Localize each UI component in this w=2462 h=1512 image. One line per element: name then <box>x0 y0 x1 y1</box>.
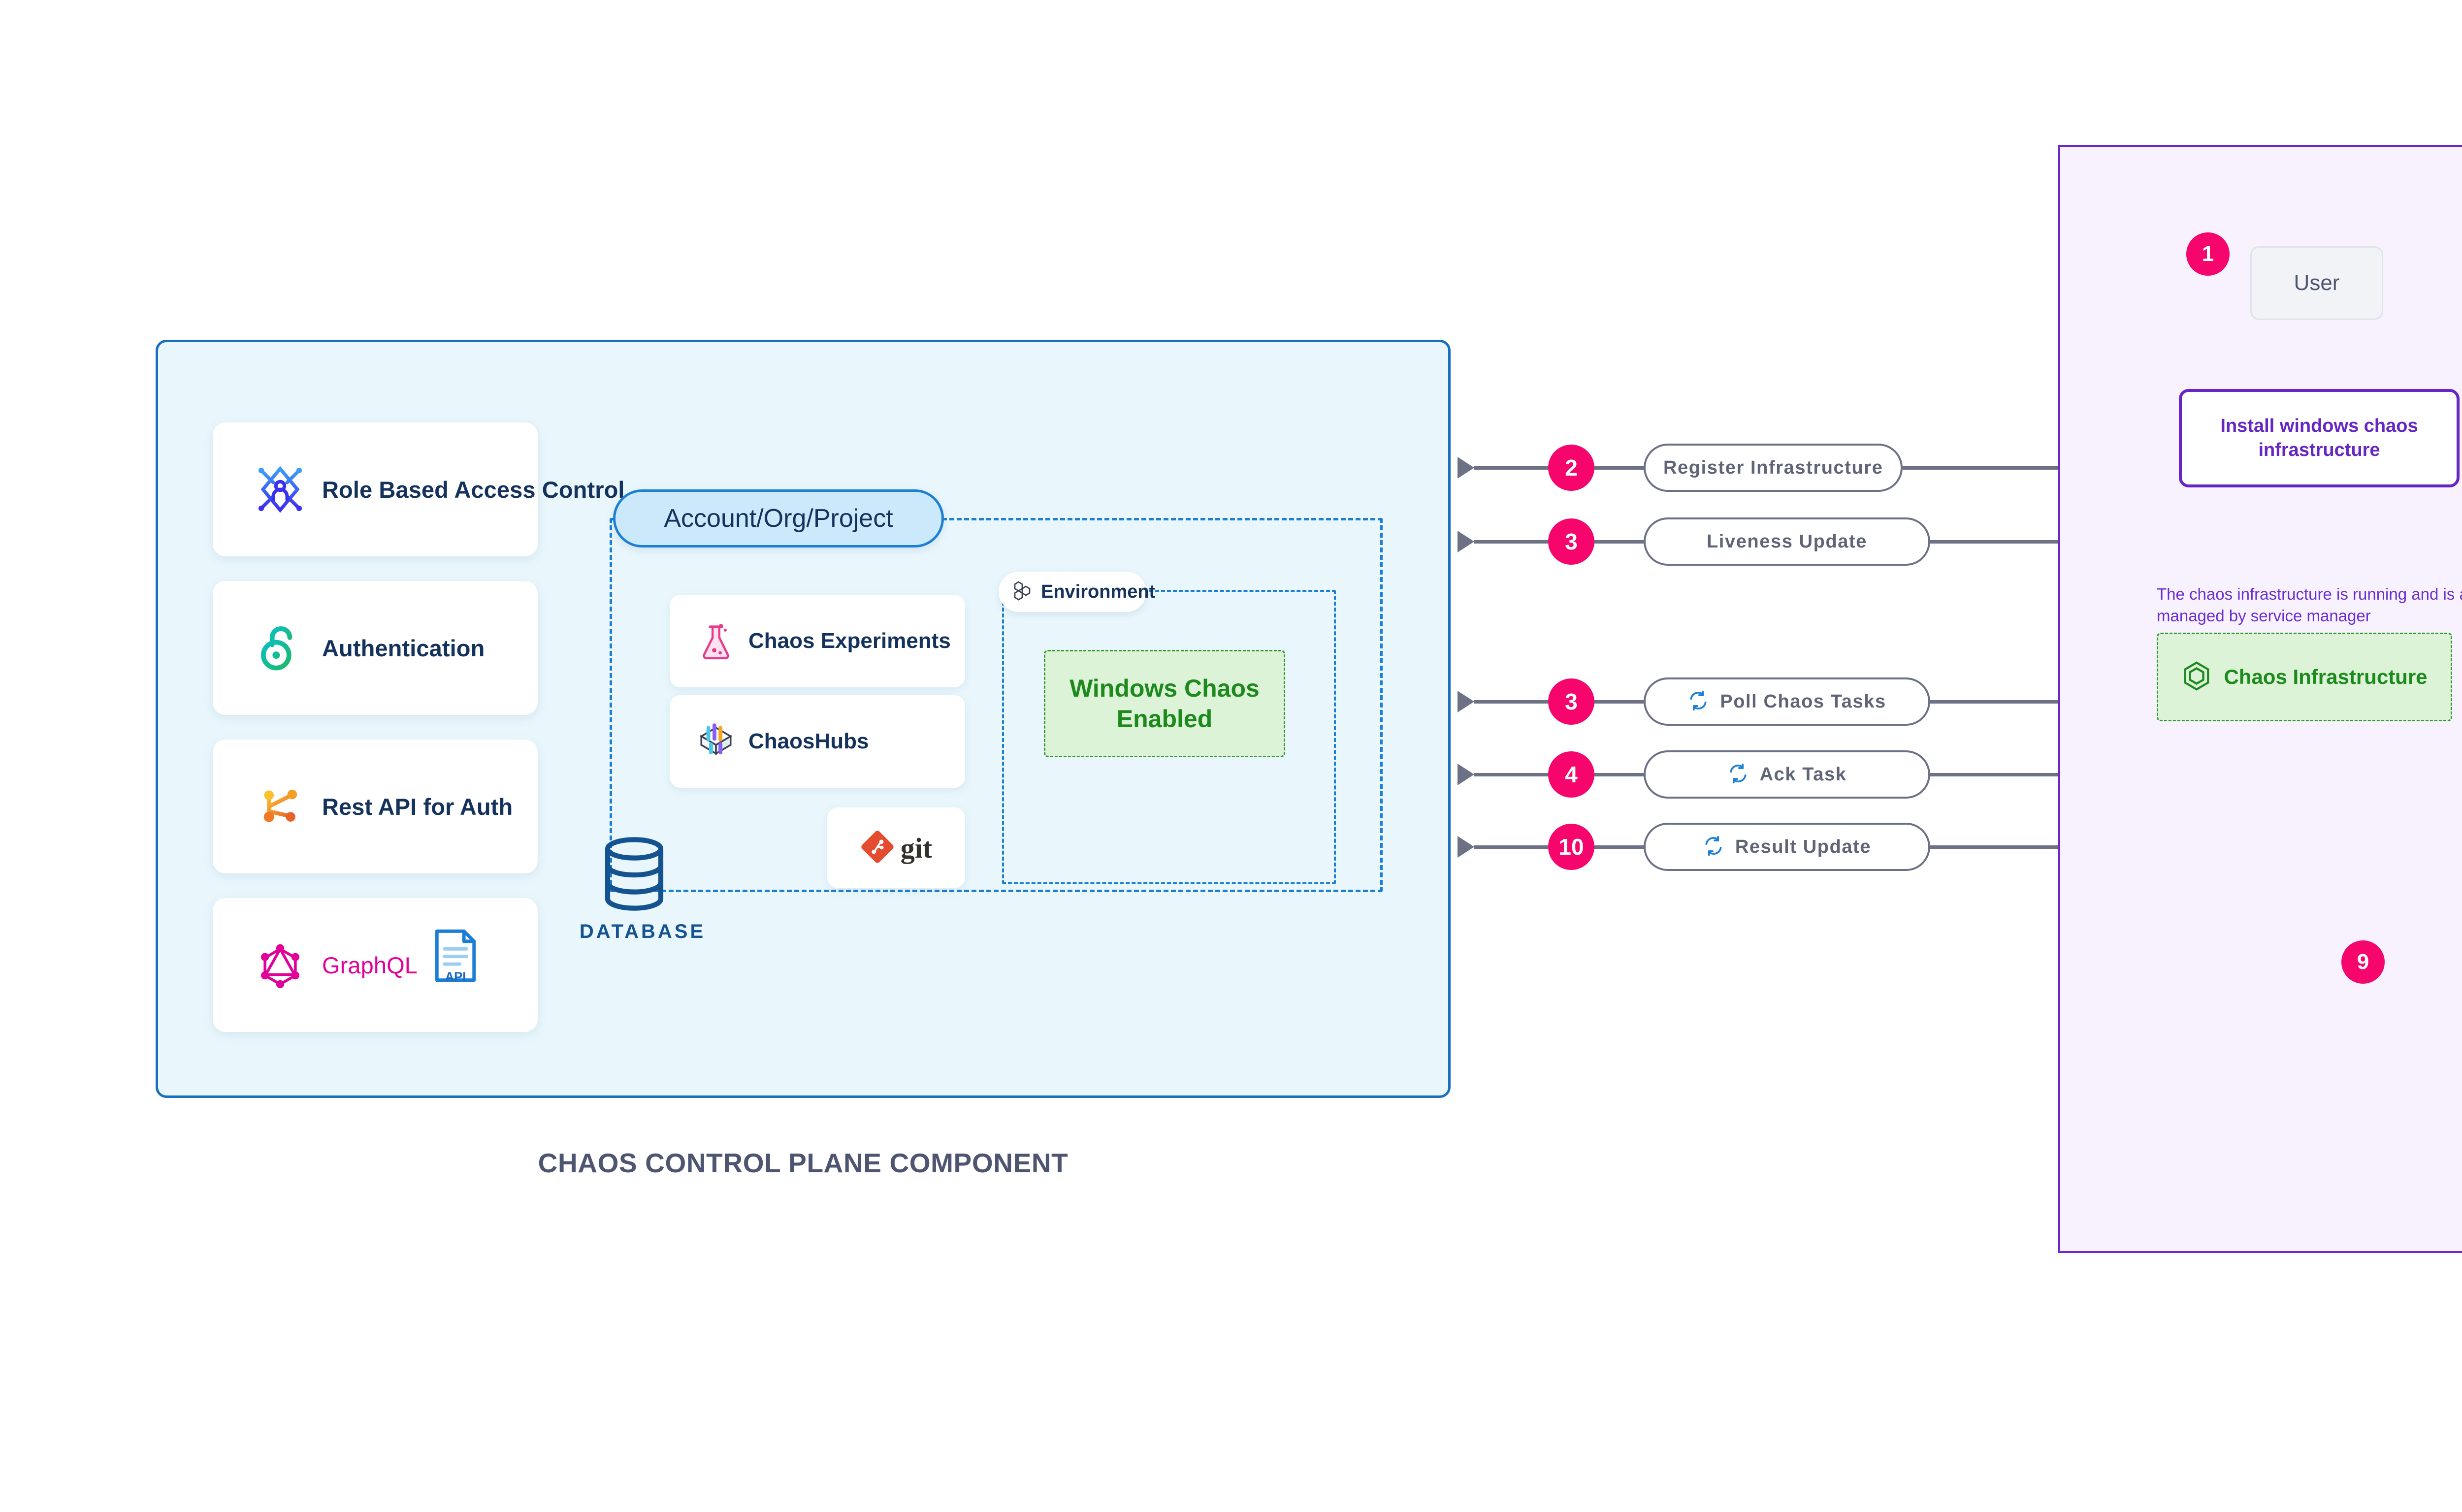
rbac-icon <box>251 460 309 518</box>
account-org-project-boundary <box>610 518 1383 892</box>
connector-label: Liveness Update <box>1707 531 1867 552</box>
connector-pill[interactable]: Liveness Update <box>1644 517 1930 566</box>
graphql-icon <box>251 936 309 994</box>
card-graphql[interactable]: GraphQL API <box>213 898 538 1032</box>
badge: 4 <box>1548 751 1594 798</box>
badge: 3 <box>1548 678 1594 725</box>
database-icon <box>602 837 667 911</box>
connector-label: Ack Task <box>1759 764 1847 785</box>
control-plane-title: CHAOS CONTROL PLANE COMPONENT <box>538 1148 1069 1178</box>
arrow-left-icon <box>1458 531 1474 552</box>
arrow-left-icon <box>1458 836 1474 858</box>
execution-plane-title: CHAOS EXECUTION PLANE COMPONENT <box>2058 1319 2462 1351</box>
connector-poll-chaos-tasks: 3 Poll Chaos Tasks <box>1458 672 2122 731</box>
node-label: Install windows chaos infrastructure <box>2220 416 2418 460</box>
connector-ack-task: 4 Ack Task <box>1458 745 2122 804</box>
card-label: Rest API for Auth <box>322 793 513 820</box>
sync-icon <box>1703 835 1724 859</box>
connector-label: Result Update <box>1735 836 1872 857</box>
account-org-project-label: Account/Org/Project <box>664 504 893 533</box>
hexagon-cluster-icon <box>1010 579 1034 605</box>
environment-boundary <box>1002 590 1336 884</box>
connector-label: Poll Chaos Tasks <box>1720 691 1886 712</box>
node-label: Chaos Infrastructure <box>2224 665 2428 688</box>
arrow-left-icon <box>1458 764 1474 785</box>
connector-pill[interactable]: Result Update <box>1644 823 1930 871</box>
connector-pill[interactable]: Poll Chaos Tasks <box>1644 677 1930 726</box>
hexagon-icon <box>2181 661 2212 694</box>
step-badge-9: 9 <box>2341 940 2385 984</box>
git-icon <box>860 830 895 867</box>
windows-chaos-enabled-status: Windows Chaos Enabled <box>1044 650 1285 757</box>
sync-icon <box>1727 763 1749 787</box>
badge: 10 <box>1548 824 1594 870</box>
card-chaos-experiments[interactable]: Chaos Experiments <box>670 595 965 687</box>
environment-pill[interactable]: Environment <box>999 572 1155 612</box>
card-label: GraphQL <box>322 952 418 978</box>
status-label: Windows Chaos Enabled <box>1069 675 1260 733</box>
svg-text:API: API <box>445 970 466 983</box>
user-node[interactable]: User <box>2250 246 2383 320</box>
badge: 3 <box>1548 518 1594 565</box>
card-label: Role Based Access Control <box>322 476 625 503</box>
connector-pill[interactable]: Register Infrastructure <box>1644 444 1903 492</box>
chaos-infrastructure-node[interactable]: Chaos Infrastructure <box>2157 633 2452 721</box>
arrow-left-icon <box>1458 457 1474 479</box>
api-doc-icon: API <box>432 929 479 985</box>
card-rest-api-for-auth[interactable]: Rest API for Auth <box>213 740 538 873</box>
card-role-based-access-control[interactable]: Role Based Access Control <box>213 422 624 556</box>
arrow-left-icon <box>1458 691 1474 712</box>
test-tube-rack-icon <box>693 719 739 764</box>
card-label: Authentication <box>322 635 485 661</box>
account-org-project-pill[interactable]: Account/Org/Project <box>613 489 944 547</box>
card-authentication[interactable]: Authentication <box>213 581 538 715</box>
step-badge-1: 1 <box>2186 232 2230 276</box>
flask-icon <box>693 618 739 664</box>
connector-register-infrastructure: 2 Register Infrastructure <box>1458 438 2095 497</box>
card-label: Chaos Experiments <box>748 629 951 653</box>
card-label: ChaosHubs <box>748 729 869 753</box>
rest-api-icon <box>251 777 309 836</box>
user-label: User <box>2294 271 2340 295</box>
note-chaos-infrastructure-running: The chaos infrastructure is running and … <box>2157 585 2462 625</box>
sync-icon <box>1687 690 1709 714</box>
environment-label: Environment <box>1041 581 1156 602</box>
connector-pill[interactable]: Ack Task <box>1644 750 1930 799</box>
card-chaoshubs[interactable]: ChaosHubs <box>670 695 965 788</box>
connector-label: Register Infrastructure <box>1663 457 1883 478</box>
badge: 2 <box>1548 445 1594 491</box>
card-git[interactable]: git <box>827 807 965 888</box>
install-windows-chaos-infrastructure-node[interactable]: Install windows chaos infrastructure <box>2179 389 2460 487</box>
database-label: DATABASE <box>579 921 706 942</box>
connector-result-update: 10 Result Update <box>1458 817 2122 876</box>
git-label: git <box>900 832 933 864</box>
connector-liveness-update: 3 Liveness Update <box>1458 512 2122 571</box>
unlock-icon <box>251 619 309 677</box>
